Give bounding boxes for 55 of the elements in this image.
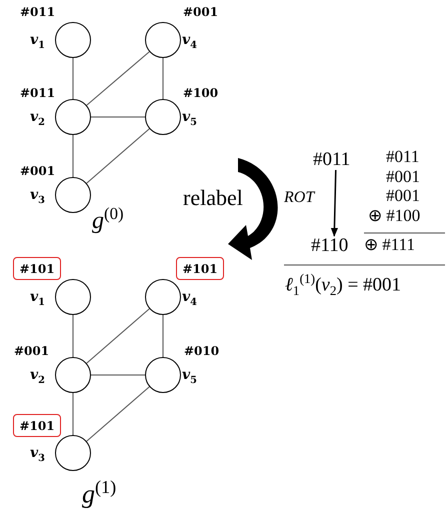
highlighted-label-box: #101 <box>176 257 224 280</box>
highlighted-label-box: #101 <box>13 257 61 280</box>
vertex-name: v$_{3}$ <box>30 188 45 206</box>
binary-label: #110 <box>311 236 348 255</box>
formula: ℓ$_{1}$$^{(1)}$(v$_{2}$) = #001 <box>285 272 402 298</box>
arrow <box>330 170 338 237</box>
vertex-name: v$_{5}$ <box>182 110 197 128</box>
binary-label: #001 <box>386 187 420 204</box>
graph-vertex <box>55 177 91 213</box>
graph-vertex <box>55 279 91 315</box>
vertex-name: v$_{1}$ <box>30 290 45 308</box>
binary-label: #011 <box>313 150 350 169</box>
vertex-name: v$_{5}$ <box>182 368 197 386</box>
graph-title: g$^{(0)}$ <box>92 206 124 233</box>
graph-edge <box>86 128 150 184</box>
graph-edge <box>162 58 164 100</box>
vertex-name: v$_{3}$ <box>30 446 45 464</box>
binary-label: #011 <box>386 148 420 165</box>
graph-title: g$^{(1)}$ <box>82 478 116 508</box>
edge-label: ROT <box>284 190 314 206</box>
graph-edge <box>72 134 74 178</box>
graph-edge <box>86 308 150 364</box>
binary-label: #001 <box>386 168 420 185</box>
graph-vertex <box>55 99 91 135</box>
vertex-name: v$_{1}$ <box>30 33 45 51</box>
graph-vertex <box>145 357 181 393</box>
graph-edge <box>162 314 164 358</box>
vertex-name: v$_{2}$ <box>30 110 45 128</box>
vertex-code: #001 <box>14 345 50 357</box>
graph-edge <box>86 386 150 442</box>
vertex-code: #010 <box>184 345 220 357</box>
graph-vertex <box>55 435 91 471</box>
vertex-name: v$_{4}$ <box>182 33 197 51</box>
vertex-code: #011 <box>20 6 56 18</box>
vertex-code: #001 <box>183 6 218 18</box>
vertex-code: #100 <box>183 87 218 99</box>
binary-label: ⊕ #111 <box>364 236 415 253</box>
graph-vertex <box>145 22 181 58</box>
graph-edge <box>72 314 74 358</box>
vertex-name: v$_{2}$ <box>30 368 45 386</box>
graph-edge <box>72 392 74 436</box>
binary-label: ⊕ #100 <box>368 207 420 224</box>
graph-vertex <box>55 22 91 58</box>
operation-label: relabel <box>183 187 243 209</box>
graph-edge <box>86 51 150 106</box>
graph-vertex <box>145 279 181 315</box>
graph-edge <box>90 374 146 376</box>
graph-vertex <box>145 99 181 135</box>
vertex-code: #001 <box>20 165 56 177</box>
graph-edge <box>72 58 74 100</box>
graph-vertex <box>55 357 91 393</box>
graph-edge <box>90 116 146 118</box>
vertex-code: #011 <box>20 87 56 99</box>
highlighted-label-box: #101 <box>13 414 61 437</box>
vertex-name: v$_{4}$ <box>182 290 197 308</box>
